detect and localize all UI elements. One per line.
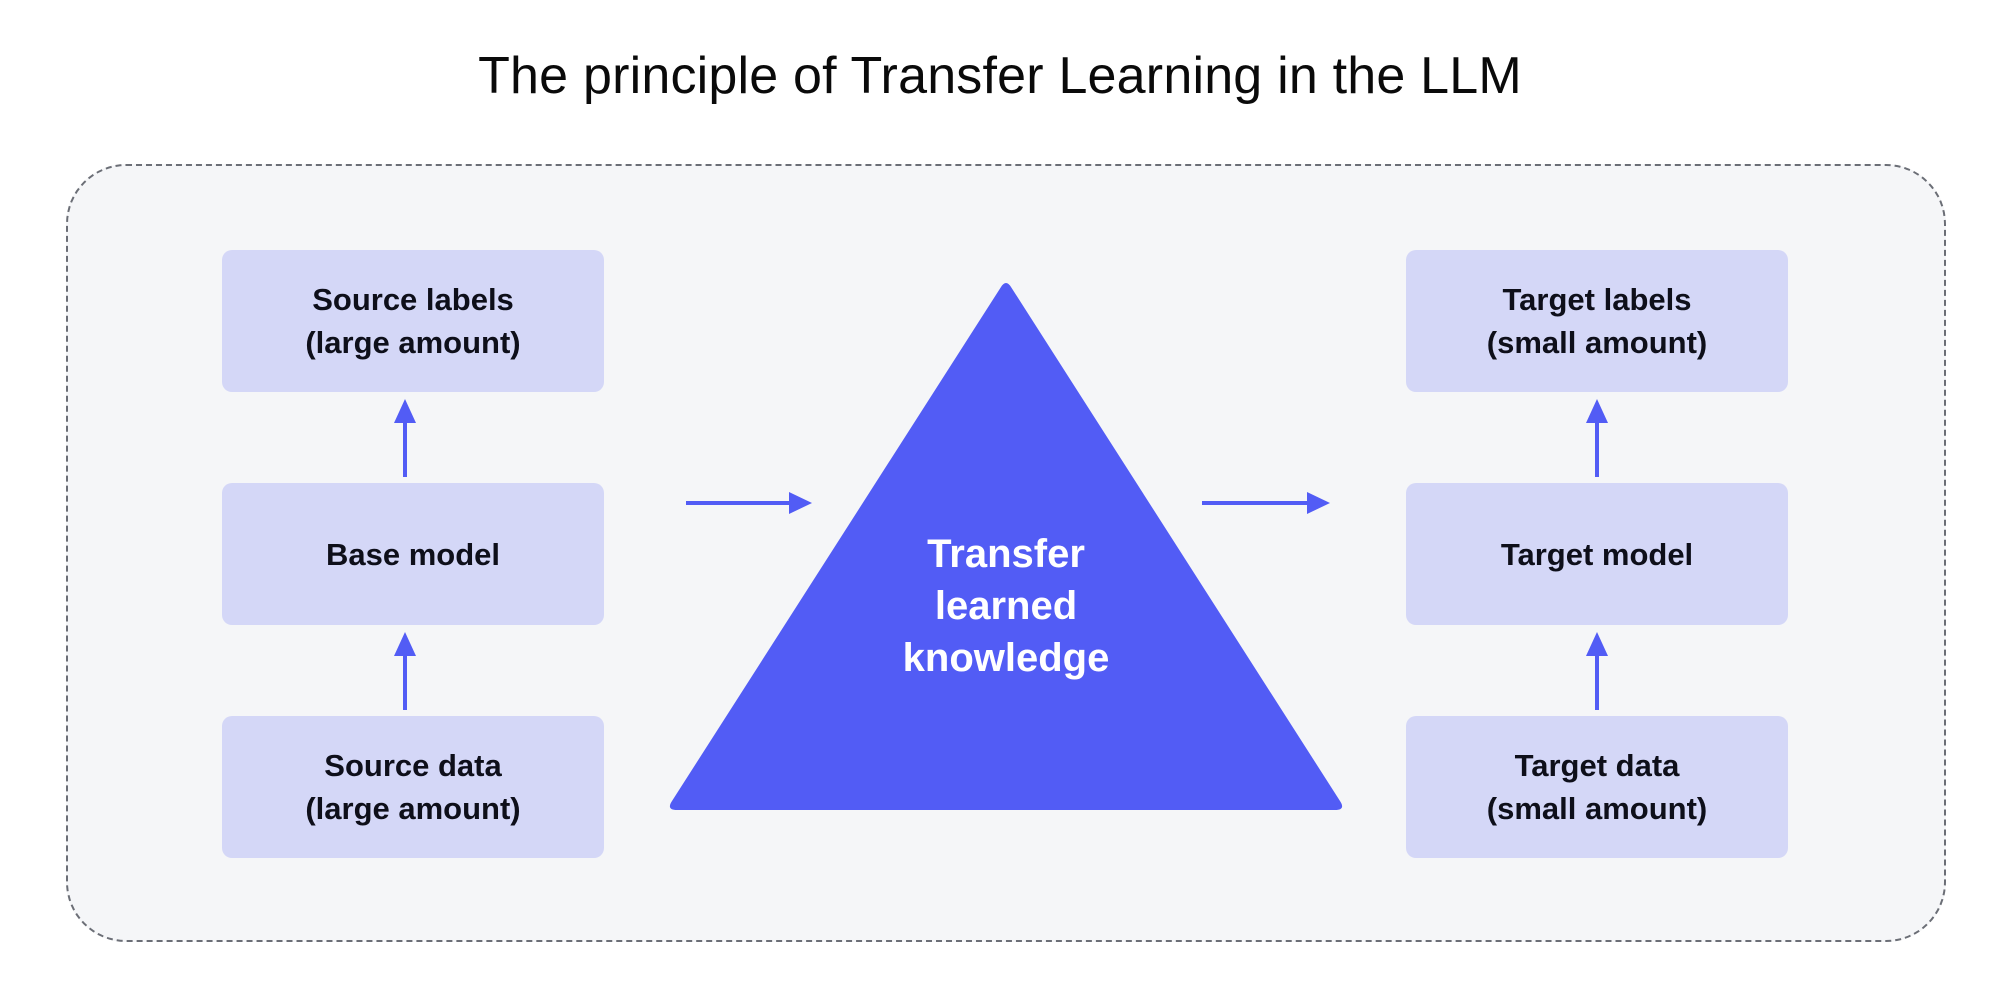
base-model-box: Base model bbox=[222, 483, 604, 625]
transfer-line-1: Transfer bbox=[927, 532, 1085, 576]
transfer-line-3: knowledge bbox=[902, 636, 1110, 680]
source-labels-title: Source labels bbox=[312, 282, 514, 317]
target-model-title: Target model bbox=[1500, 536, 1694, 572]
target-data-title: Target data bbox=[1514, 748, 1680, 783]
source-data-box: Source data (large amount) bbox=[222, 716, 604, 858]
source-labels-amount: (large amount) bbox=[305, 325, 521, 360]
target-labels-title: Target labels bbox=[1502, 282, 1692, 317]
target-data-box: Target data (small amount) bbox=[1406, 716, 1788, 858]
diagram-title: The principle of Transfer Learning in th… bbox=[478, 47, 1522, 105]
target-data-amount: (small amount) bbox=[1486, 791, 1708, 826]
target-labels-box: Target labels (small amount) bbox=[1406, 250, 1788, 392]
source-data-amount: (large amount) bbox=[305, 791, 521, 826]
source-labels-box: Source labels (large amount) bbox=[222, 250, 604, 392]
target-labels-amount: (small amount) bbox=[1486, 325, 1708, 360]
transfer-knowledge-label: Transfer learned knowledge bbox=[826, 528, 1186, 684]
target-model-box: Target model bbox=[1406, 483, 1788, 625]
source-data-title: Source data bbox=[324, 748, 502, 783]
transfer-line-2: learned bbox=[934, 584, 1078, 628]
base-model-title: Base model bbox=[325, 536, 500, 572]
